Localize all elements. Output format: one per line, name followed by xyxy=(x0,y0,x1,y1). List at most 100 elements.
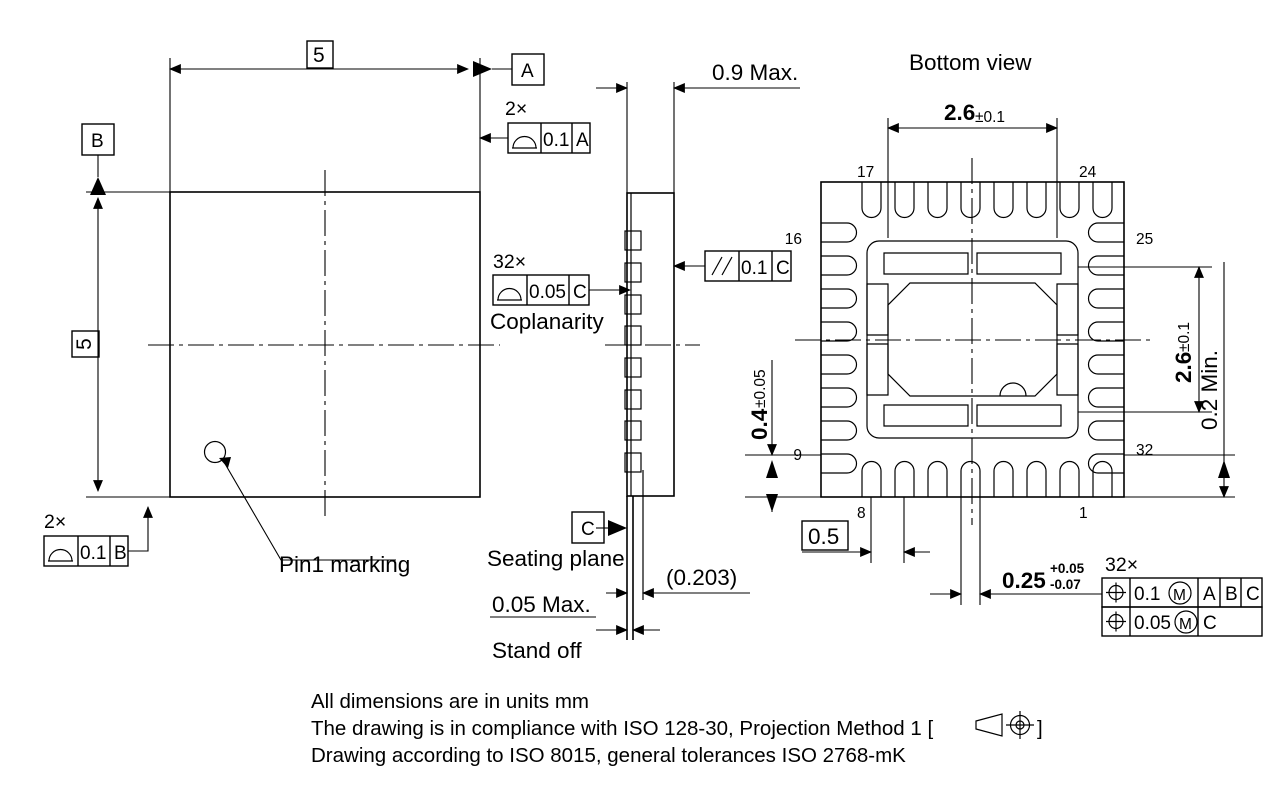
fcf-pos-r1-datum-b: B xyxy=(1225,584,1238,605)
pin1-marking-label: Pin1 marking xyxy=(279,552,410,577)
lead-pad xyxy=(821,354,858,375)
fcf-pos-r1-modifier: M xyxy=(1173,587,1186,604)
lead-pad xyxy=(960,182,981,219)
side-lead-group xyxy=(624,230,642,473)
standoff-label: Stand off xyxy=(492,638,582,663)
fcf-pos-r1-datum-c: C xyxy=(1246,584,1260,605)
fcf-pos-multiplier: 32× xyxy=(1105,554,1138,576)
lead-pad xyxy=(861,460,882,497)
thermal-pad-outer-frame xyxy=(866,240,1079,439)
lead-pad xyxy=(894,182,915,219)
lead-pad xyxy=(1087,453,1124,474)
pin-number-32: 32 xyxy=(1136,442,1153,459)
thermal-pad-bar-top-left xyxy=(883,252,969,275)
lead-length-ref: (0.203) xyxy=(666,565,737,590)
pad-width-dim: 2.6 xyxy=(944,100,975,125)
coplanarity-caption: Coplanarity xyxy=(490,309,605,334)
lead-pad xyxy=(1092,182,1113,219)
datum-b-box xyxy=(81,123,115,156)
basic-dim-box-width xyxy=(306,40,334,69)
bottom-leads-top xyxy=(861,182,1113,219)
datum-c-box xyxy=(571,511,605,544)
fcf-a-tolerance: 0.1 xyxy=(543,130,569,151)
thermal-pad-bar-bottom-right xyxy=(976,404,1062,427)
side-lead xyxy=(624,452,642,473)
min-dim-label: 0.2 Min. xyxy=(1197,350,1222,430)
pad-width-tol: ±0.1 xyxy=(975,109,1005,126)
bottom-view-title: Bottom view xyxy=(909,50,1032,75)
pin1-marking-circle xyxy=(203,440,227,464)
fcf-pos-r2-datum-c: C xyxy=(1203,613,1217,634)
lead-pad xyxy=(821,387,858,408)
dim04-arrow-a xyxy=(766,460,778,478)
lead-length-tol: ±0.05 xyxy=(752,369,769,408)
lead-pad xyxy=(1087,321,1124,342)
fcf-pos-row2-frame xyxy=(1101,606,1263,637)
pad-height-dim: 2.6 xyxy=(1171,352,1196,383)
lead-pad xyxy=(927,460,948,497)
lead-width-tol-upper: +0.05 xyxy=(1050,561,1085,576)
pin-number-16: 16 xyxy=(785,231,802,248)
dim-height-value: 5 xyxy=(73,338,96,350)
profile-line-symbol-cop xyxy=(497,287,522,301)
datum-b-triangle xyxy=(90,177,106,195)
lead-pad xyxy=(1026,460,1047,497)
lead-pad xyxy=(821,222,858,243)
lead-pad xyxy=(1087,288,1124,309)
basic-dim-box-height xyxy=(71,330,100,358)
dim-width-value: 5 xyxy=(313,44,325,67)
lead-pad xyxy=(1026,182,1047,219)
fcf-coplanarity: 32× 0.05 C Coplanarity xyxy=(490,251,631,334)
side-lead xyxy=(624,389,642,410)
note-line-2-suffix: ] xyxy=(1037,717,1043,740)
profile-line-symbol-a xyxy=(512,135,537,149)
side-view: 0.9 Max. 0.1 C C Seating plane (0.203) xyxy=(487,60,800,663)
fcf-par-frame xyxy=(704,250,792,282)
side-lead xyxy=(624,294,642,315)
pitch-dim: 0.5 xyxy=(808,524,839,549)
lead-pad xyxy=(1087,387,1124,408)
fcf-cop-multiplier: 32× xyxy=(493,251,526,273)
top-view: Pin1 marking 5 A 5 B xyxy=(71,40,545,577)
datum-c-triangle xyxy=(608,520,627,536)
bottom-leads-right xyxy=(1087,222,1124,474)
fcf-pos-r1-tolerance: 0.1 xyxy=(1134,584,1160,605)
position-symbol-row2 xyxy=(1106,611,1126,632)
fcf-cop-tolerance: 0.05 xyxy=(529,282,566,303)
lead-pad xyxy=(927,182,948,219)
datum-a-label: A xyxy=(521,61,534,82)
fcf-a-frame xyxy=(507,122,591,154)
fcf-pos-r2-tolerance: 0.05 xyxy=(1134,613,1171,634)
pin1-leader-arrow xyxy=(219,457,231,468)
fcf-b-multiplier: 2× xyxy=(44,511,66,533)
profile-line-symbol-b xyxy=(48,548,73,562)
thermal-pad-bar-left-lower xyxy=(866,343,889,396)
seating-plane-label: Seating plane xyxy=(487,546,625,571)
side-lead xyxy=(624,420,642,441)
thermal-pad-bar-right-lower xyxy=(1056,343,1079,396)
fcf-b-leader xyxy=(128,506,153,552)
lead-width-dim: 0.25 xyxy=(1002,568,1046,593)
lead-pad xyxy=(1087,255,1124,276)
fcf-flatness-b: 2× 0.1 B xyxy=(43,496,170,567)
pin1-bump-indicator xyxy=(999,382,1027,397)
fcf-pos-r2-modifier: M xyxy=(1179,616,1192,633)
bottom-leads-left xyxy=(821,222,858,474)
bottom-leads-bottom xyxy=(861,460,1113,497)
lead-pad xyxy=(993,182,1014,219)
lead-pad xyxy=(960,460,981,497)
fcf-pos-r1-datum-a: A xyxy=(1203,584,1216,605)
notes-block: All dimensions are in units mm The drawi… xyxy=(311,690,1043,767)
lead-pad xyxy=(821,420,858,441)
datum-c-label: C xyxy=(581,519,595,540)
thermal-pad-bar-bottom-left xyxy=(883,404,969,427)
side-lead xyxy=(624,325,642,346)
fcf-flatness-a: 2× 0.1 A xyxy=(479,98,591,154)
lead-pad xyxy=(1087,222,1124,243)
lead-pad xyxy=(861,182,882,219)
basic-dim-box-pitch xyxy=(801,520,849,551)
pin-number-25: 25 xyxy=(1136,231,1153,248)
datum-a-box xyxy=(511,53,545,86)
lead-pad xyxy=(894,460,915,497)
